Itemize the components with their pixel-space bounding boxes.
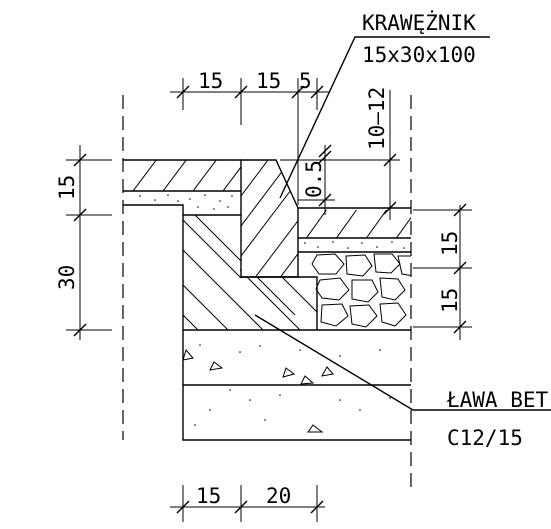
step-dimension — [298, 144, 335, 215]
dim-right-2: 15 — [438, 288, 462, 313]
dim-left-1: 15 — [55, 175, 79, 200]
dim-top-1: 15 — [198, 69, 223, 93]
road-pavement — [298, 207, 411, 239]
top-dimension-chain — [170, 78, 330, 205]
sidewalk-slab — [123, 159, 241, 192]
bench-class-label: C12/15 — [447, 426, 523, 450]
dim-left-2: 30 — [55, 265, 79, 290]
gravel-base — [311, 253, 411, 328]
dim-top-3: 5 — [299, 69, 312, 93]
bench-leader-line — [254, 314, 551, 411]
dim-step: 0.5 — [302, 160, 326, 198]
dim-bottom-1: 15 — [196, 484, 221, 508]
lower-concrete-aggregate — [182, 344, 411, 433]
dim-top-2: 15 — [256, 69, 281, 93]
road-sand-layer — [298, 241, 411, 253]
right-dimension-chain — [413, 203, 472, 340]
left-dimension-chain — [66, 145, 112, 340]
curb-label: KRAWĘŻNIK — [362, 10, 476, 35]
curb-height-dimension — [280, 90, 400, 220]
dim-curb-height: 10–12 — [365, 87, 389, 150]
curb-stone — [240, 159, 299, 278]
concrete-bench — [182, 214, 411, 441]
sidewalk-sand-bedding — [123, 194, 233, 215]
curb-size-label: 15x30x100 — [362, 43, 476, 67]
bottom-dimension-chain — [170, 485, 325, 522]
curb-leader-line — [279, 36, 490, 199]
dim-right-1: 15 — [438, 231, 462, 256]
bench-label: ŁAWA BET — [446, 388, 549, 412]
dim-bottom-2: 20 — [266, 484, 291, 508]
